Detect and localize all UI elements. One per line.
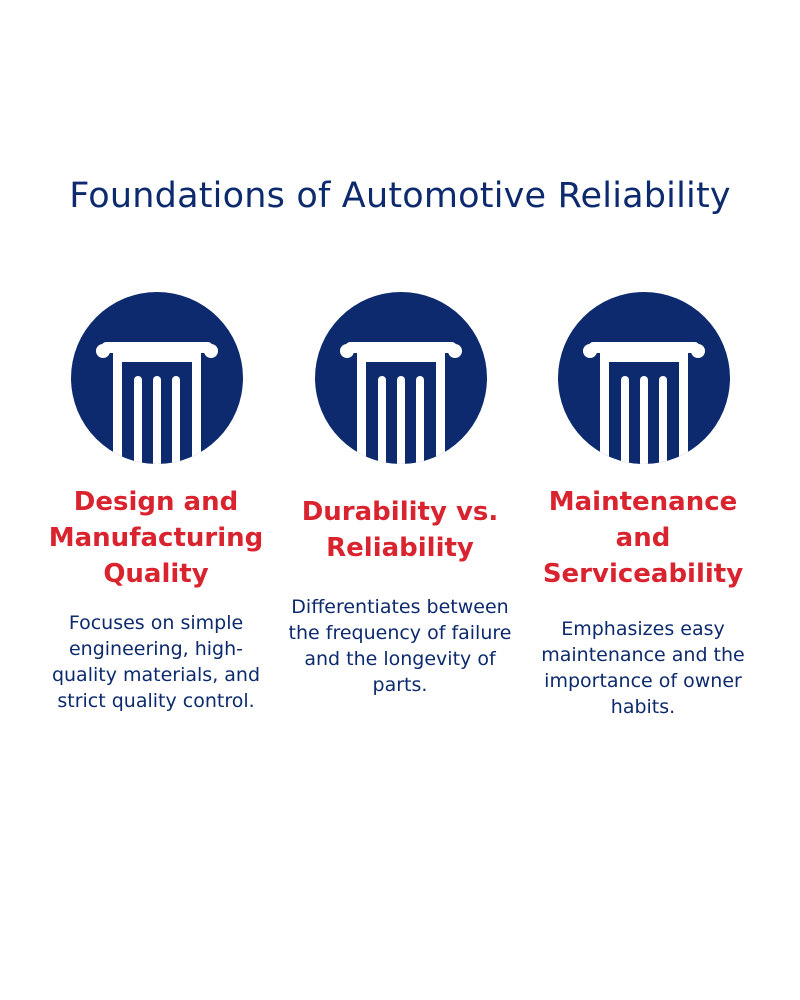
pillar-description: Emphasizes easy maintenance and the impo…: [541, 618, 745, 718]
pillar-icon: [558, 292, 730, 464]
pillar-title: Design and Manufacturing Quality: [48, 487, 264, 589]
pillar-description: Differentiates between the frequency of …: [288, 596, 512, 696]
pillar-icon: [71, 292, 243, 464]
page-title: Foundations of Automotive Reliability: [69, 176, 731, 216]
pillar-title: Durability vs. Reliability: [301, 497, 499, 563]
pillar-description: Focuses on simple engineering, high-qual…: [51, 612, 261, 712]
pillar-title: Maintenance and Serviceability: [542, 487, 744, 589]
pillar-icon: [315, 292, 487, 464]
